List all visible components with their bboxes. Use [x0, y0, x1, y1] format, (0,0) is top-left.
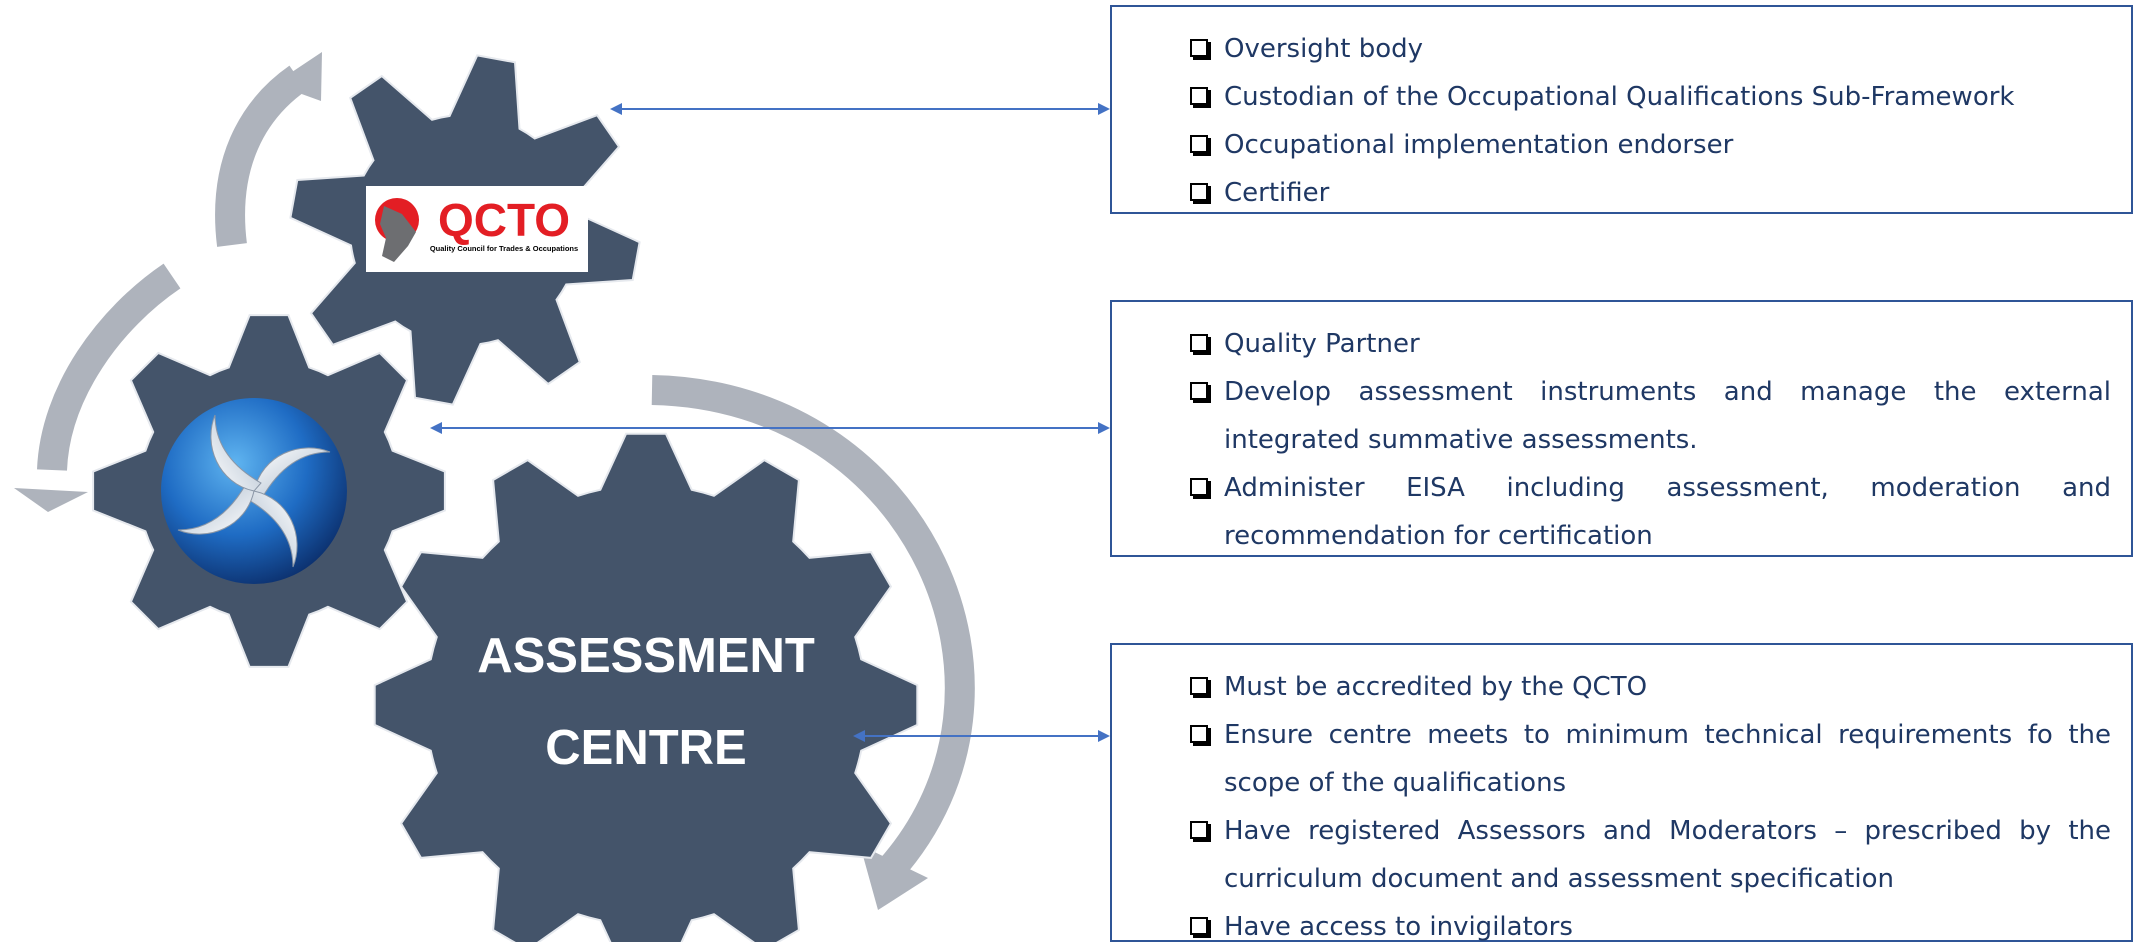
checkbox-bullet-icon: [1190, 917, 1208, 935]
panel-item-text: Ensure centre meets to minimum technical…: [1224, 720, 2111, 798]
qcto-tagline: Quality Council for Trades & Occupations: [430, 244, 578, 253]
checkbox-bullet-icon: [1190, 39, 1208, 57]
qcto-wordmark: QCTO: [438, 194, 570, 246]
checkbox-bullet-icon: [1190, 87, 1208, 105]
swirl-arm: [253, 447, 331, 499]
assessment-centre-roles-panel: Must be accredited by the QCTO Ensure cen…: [1110, 643, 2133, 942]
panel-list-item: Administer EISA including assessment, mo…: [1190, 464, 2111, 560]
panel-item-text: Occupational implementation endorser: [1224, 130, 1734, 160]
swirl-arm: [210, 414, 262, 492]
checkbox-bullet-icon: [1190, 821, 1208, 839]
qcto-logo: QCTO Quality Council for Trades & Occupa…: [366, 186, 588, 272]
hand-icon: [380, 206, 416, 262]
cycle-arrow-right-head: [860, 845, 928, 910]
checkbox-bullet-icon: [1190, 478, 1208, 496]
panel-item-text: Custodian of the Occupational Qualificat…: [1224, 82, 2015, 112]
panel-list-item: Custodian of the Occupational Qualificat…: [1190, 73, 2111, 121]
panel-list-item: Have access to invigilators: [1190, 903, 2111, 951]
cycle-arrow-top: [215, 65, 307, 247]
cycle-arrow-top-head: [274, 52, 322, 101]
panel-list-item: Quality Partner: [1190, 320, 2111, 368]
cycle-arrows: [14, 52, 975, 910]
panel-list-item: Develop assessment instruments and manag…: [1190, 368, 2111, 464]
panel-list-item: Ensure centre meets to minimum technical…: [1190, 711, 2111, 807]
cycle-arrow-left: [37, 263, 181, 471]
checkbox-bullet-icon: [1190, 334, 1208, 352]
panel-list-item: Occupational implementation endorser: [1190, 121, 2111, 169]
panel-item-text: Oversight body: [1224, 34, 1424, 64]
assessment-centre-label-line2: CENTRE: [545, 721, 746, 775]
panel-item-text: Must be accredited by the QCTO: [1224, 672, 1648, 702]
panel-item-text: Have registered Assessors and Moderators…: [1224, 816, 2111, 894]
swirl-arm: [246, 490, 298, 568]
panel-item-text: Certifier: [1224, 178, 1330, 208]
swirl-arm: [177, 483, 255, 535]
checkbox-bullet-icon: [1190, 135, 1208, 153]
connectors: [430, 103, 1110, 742]
panel-item-text: Have access to invigilators: [1224, 912, 1573, 942]
cycle-arrow-right: [651, 375, 975, 880]
panel-list-item: Must be accredited by the QCTO: [1190, 663, 2111, 711]
checkbox-bullet-icon: [1190, 725, 1208, 743]
globe-swirl-logo: [161, 398, 347, 584]
assessment-centre-gear: [373, 432, 919, 942]
panel-item-text: Quality Partner: [1224, 329, 1420, 359]
swirl-arms: [177, 414, 331, 568]
checkbox-bullet-icon: [1190, 183, 1208, 201]
assessment-centre-roles-list: Must be accredited by the QCTO Ensure cen…: [1190, 663, 2111, 951]
panel-item-text: Administer EISA including assessment, mo…: [1224, 473, 2111, 551]
panel-list-item: Have registered Assessors and Moderators…: [1190, 807, 2111, 903]
cycle-arrow-left-head: [14, 488, 88, 512]
panel-item-text: Develop assessment instruments and manag…: [1224, 377, 2111, 455]
checkbox-bullet-icon: [1190, 382, 1208, 400]
panel-list-item: Oversight body: [1190, 25, 2111, 73]
checkbox-bullet-icon: [1190, 677, 1208, 695]
assessment-centre-label-line1: ASSESSMENT: [477, 629, 815, 683]
panel-list-item: Certifier: [1190, 169, 2111, 217]
